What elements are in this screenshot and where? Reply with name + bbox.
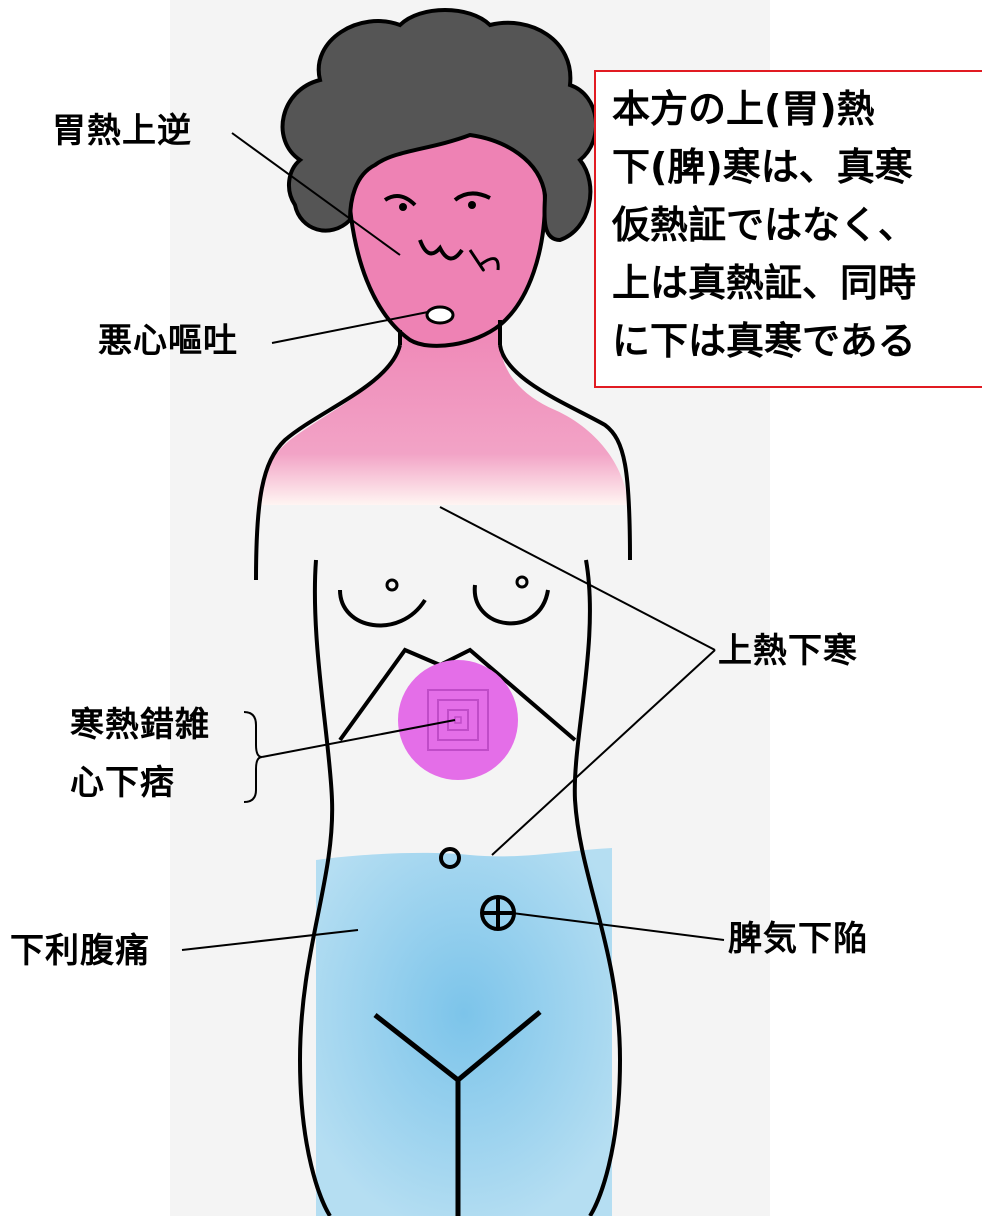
- note-line: 仮熱証ではなく、: [612, 204, 916, 246]
- label-upper-heat-lower-cold: 上熱下寒: [718, 632, 858, 670]
- epigastric-spot: [398, 660, 518, 780]
- label-diarrhea: 下利腹痛: [10, 932, 150, 970]
- spleen-symbol: [482, 897, 514, 929]
- lower-cold-zone: [316, 848, 612, 1216]
- label-mixed-cold-heat: 寒熱錯雑: [70, 706, 210, 744]
- note-line: に下は真寒である: [612, 320, 916, 362]
- label-spleen-qi: 脾気下陥: [728, 920, 868, 958]
- mouth: [427, 307, 453, 323]
- label-epigastric: 心下痞: [70, 764, 175, 802]
- note-box: 本方の上(胃)熱 下(脾)寒は、真寒 仮熱証ではなく、 上は真熱証、同時 に下は…: [594, 70, 982, 388]
- label-nausea: 悪心嘔吐: [98, 322, 238, 360]
- label-stomach-heat: 胃熱上逆: [52, 112, 192, 150]
- note-line: 下(脾)寒は、真寒: [612, 146, 913, 188]
- note-line: 上は真熱証、同時: [612, 262, 916, 304]
- note-line: 本方の上(胃)熱: [612, 88, 875, 130]
